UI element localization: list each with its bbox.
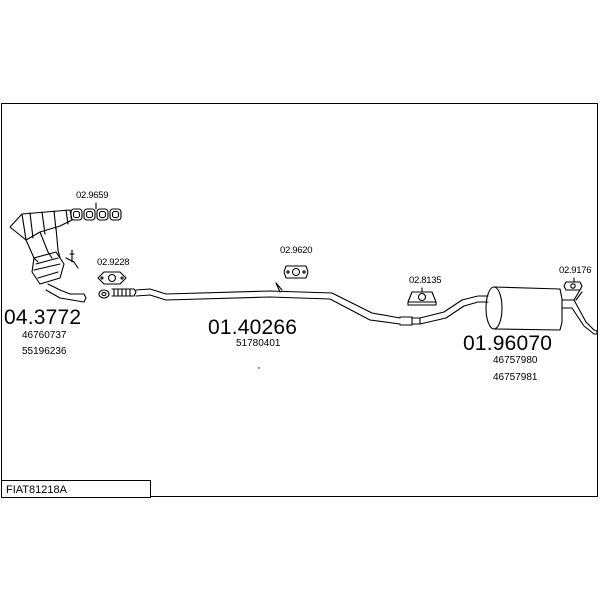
part-number-mid: 01.40266 <box>208 316 298 339</box>
part-ref-manifold-2: 55196236 <box>22 346 67 357</box>
part-ref-rear-1: 46757980 <box>493 355 538 366</box>
exhaust-manifold-part <box>9 209 87 303</box>
flange-gasket-icon <box>97 271 127 285</box>
part-ref-manifold-1: 46760737 <box>22 330 67 341</box>
part-number-manifold: 04.3772 <box>4 306 82 329</box>
part-number-rear: 01.96070 <box>463 332 553 355</box>
diagram-code: FIAT81218A <box>6 484 67 496</box>
gasket-set-icon <box>70 208 122 221</box>
accessory-label-gasket-set: 02.9659 <box>76 190 109 201</box>
accessory-label-mount-tail: 02.9176 <box>559 265 592 276</box>
rear-silencer-part <box>419 286 598 335</box>
accessory-label-flange-gasket: 02.9228 <box>97 257 130 268</box>
stray-dot <box>258 367 260 369</box>
accessory-label-mount-mid: 02.9620 <box>280 245 313 256</box>
diagram-frame <box>1 103 598 497</box>
accessory-label-mount-rear: 02.8135 <box>409 275 442 286</box>
connector-flange-icon <box>98 289 110 299</box>
part-ref-rear-2: 46757981 <box>493 372 538 383</box>
middle-pipe-part <box>111 282 421 326</box>
diagram-code-box: FIAT81218A <box>1 480 151 498</box>
tail-mount-icon <box>563 281 583 291</box>
rear-mount-icon <box>407 291 437 306</box>
mid-mount-icon <box>283 265 309 279</box>
part-ref-mid-1: 51780401 <box>236 338 281 349</box>
